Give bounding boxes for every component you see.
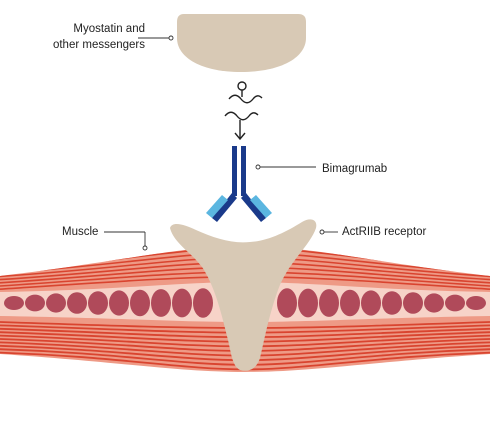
muscle-cell bbox=[319, 289, 339, 317]
myostatin-label-line1: Myostatin and bbox=[73, 23, 145, 35]
muscle-cell bbox=[151, 289, 171, 317]
leader-lines bbox=[104, 35, 338, 251]
myostatin-label-line2: other messengers bbox=[52, 39, 145, 51]
muscle-cell bbox=[25, 294, 45, 312]
arrow-down-icon bbox=[234, 120, 246, 141]
muscle-cell bbox=[340, 289, 360, 317]
muscle-cell bbox=[109, 290, 129, 316]
antibody-arm-left bbox=[212, 193, 237, 222]
myostatin-blob bbox=[177, 14, 306, 72]
muscle-cell bbox=[193, 288, 213, 318]
muscle-cell bbox=[466, 296, 486, 310]
muscle-cell bbox=[4, 296, 24, 310]
antibody-light-chain-right bbox=[250, 195, 272, 218]
receptor-label: ActRIIB receptor bbox=[342, 226, 427, 238]
muscle-cell bbox=[403, 292, 423, 314]
antibody-light-chain-left bbox=[206, 195, 228, 218]
bimagrumab-label: Bimagrumab bbox=[322, 163, 388, 175]
antibody-arm-right bbox=[241, 193, 266, 222]
muscle-cell bbox=[382, 291, 402, 315]
signal-wave-icon bbox=[224, 81, 263, 121]
actriib-receptor bbox=[170, 219, 317, 371]
muscle-cell bbox=[298, 288, 318, 318]
muscle-cell bbox=[172, 288, 192, 318]
antibody-heavy-chain-right bbox=[241, 146, 246, 196]
muscle-cell bbox=[46, 293, 66, 313]
bimagrumab-antibody bbox=[206, 146, 272, 222]
muscle-cells bbox=[4, 288, 486, 318]
muscle-label: Muscle bbox=[62, 226, 99, 238]
muscle-cell bbox=[67, 292, 87, 314]
myostatin-label: Myostatin and other messengers bbox=[45, 21, 145, 53]
muscle-cell bbox=[88, 291, 108, 315]
antibody-heavy-chain-left bbox=[232, 146, 237, 196]
muscle-cell bbox=[277, 288, 297, 318]
muscle-cell bbox=[361, 290, 381, 316]
muscle-cell bbox=[130, 289, 150, 317]
muscle-cell bbox=[445, 294, 465, 312]
muscle-cell bbox=[424, 293, 444, 313]
